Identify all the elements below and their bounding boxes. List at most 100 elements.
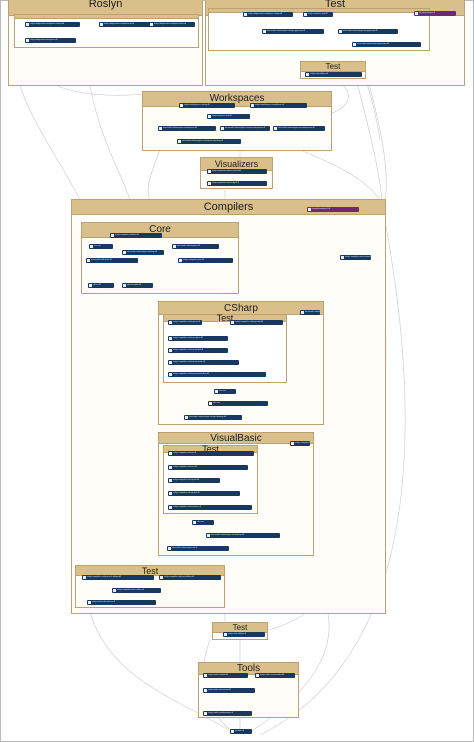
group-test-bottom[interactable]: Test bbox=[212, 622, 268, 640]
node-compilerswiring[interactable]: compilerswiring.sf.dll bbox=[307, 207, 359, 212]
node-build-tasks[interactable]: microsoft.build.tasks.dll bbox=[86, 258, 138, 263]
node-roslyn-test-analyzers[interactable]: roslyn.diagnostics.analyzers.csharp.dll bbox=[243, 12, 293, 17]
assembly-icon bbox=[215, 390, 218, 393]
assembly-icon bbox=[204, 712, 207, 715]
node-vb-symbol[interactable]: roslyn.compilers.vb.symbol.dll bbox=[168, 491, 240, 496]
node-tools-codeformatter[interactable]: roslyn.tools.codeformatter.dll bbox=[203, 711, 252, 716]
group-title: CSharp bbox=[224, 303, 258, 314]
node-runtime[interactable]: runtime.dll bbox=[230, 729, 252, 734]
group-title: Test bbox=[141, 566, 159, 576]
assembly-icon bbox=[291, 442, 294, 445]
node-vbcscompiler[interactable]: vbcscompiler.dll bbox=[122, 283, 153, 288]
node-syntaxvisualizer-dgml[interactable]: roslyn.syntaxvisualizer.dgml.dll bbox=[207, 181, 267, 186]
node-vbcsc[interactable]: vbcsc.dll bbox=[88, 283, 114, 288]
node-workspaces-vb[interactable]: roslyn.workspaces.visualbasic.dll bbox=[250, 103, 307, 108]
assembly-icon bbox=[26, 39, 29, 42]
assembly-icon bbox=[274, 127, 277, 130]
assembly-icon bbox=[173, 245, 176, 248]
assembly-icon bbox=[353, 43, 356, 46]
node-services-test[interactable]: roslyn.services.test.dll bbox=[207, 114, 250, 119]
node-csharp-vbc[interactable]: vbc.exe bbox=[208, 401, 268, 406]
assembly-icon bbox=[341, 256, 344, 259]
node-compilers-test[interactable]: roslyn.compilers.test.dll bbox=[178, 258, 233, 263]
node-workspaces-csharp[interactable]: roslyn.workspaces.csharp.dll bbox=[179, 103, 235, 108]
node-roslyn-analyzers-vb[interactable]: roslyn.diagnostics.analyzers.vb.dll bbox=[99, 22, 151, 27]
assembly-icon bbox=[415, 12, 418, 15]
assembly-icon bbox=[185, 416, 188, 419]
node-roslyn-test-utilities[interactable]: roslyn.test.utilities.dll bbox=[305, 72, 362, 77]
node-roslyn-analyzers[interactable]: roslyn.diagnostics.analyzers.dll bbox=[25, 38, 76, 43]
node-core-csc[interactable]: csc.exe bbox=[89, 244, 113, 249]
assembly-icon bbox=[88, 601, 91, 604]
assembly-icon bbox=[169, 361, 172, 364]
node-roslyn-services-test[interactable]: roslyn.services.test.dll bbox=[303, 12, 333, 17]
assembly-icon bbox=[169, 506, 172, 509]
node-roslyn-analyzers-fixes[interactable]: roslyn.diagnostics.analyzers.fixes.dll bbox=[149, 22, 195, 27]
assembly-icon bbox=[150, 23, 153, 26]
node-syntaxvisualizer-control[interactable]: roslyn.syntaxvisualizer.control.dll bbox=[207, 169, 267, 174]
node-tools-references[interactable]: roslyn.tools.references.dll bbox=[203, 688, 255, 693]
assembly-icon bbox=[207, 534, 210, 537]
assembly-icon bbox=[169, 321, 172, 324]
node-codeanalysis[interactable]: microsoft.codeanalysis.dll bbox=[172, 244, 219, 249]
node-vb-test-utilities[interactable]: roslyn.compilers.vb.test.utilities.dll bbox=[159, 575, 221, 580]
node-vb-syntaxhelper[interactable]: vb.syntaxhelper.dll bbox=[414, 11, 456, 16]
assembly-icon bbox=[180, 104, 183, 107]
node-test-performance[interactable]: roslyn.test.performance.dll bbox=[87, 600, 156, 605]
node-csharp-emit[interactable]: roslyn.compilers.csharp.emit.dll bbox=[230, 320, 283, 325]
assembly-icon bbox=[87, 259, 90, 262]
node-csharp-semantic[interactable]: roslyn.compilers.csharp.semantic.dll bbox=[168, 360, 239, 365]
assembly-icon bbox=[169, 466, 172, 469]
assembly-icon bbox=[208, 182, 211, 185]
node-codeanalysis-vb-desktop[interactable]: microsoft.codeanalysis.vb.desktop.dll bbox=[206, 533, 280, 538]
node-tools-buildutil[interactable]: roslyn.tools.buildutil.dll bbox=[203, 673, 248, 678]
node-codeanalysis-vb[interactable]: microsoft.codeanalysis.vb.dll bbox=[167, 546, 229, 551]
node-compilers-utilities[interactable]: roslyn.compilers.utilities.dll bbox=[110, 233, 162, 238]
node-csharp-syntax[interactable]: roslyn.compilers.csharp.syntax.dll bbox=[168, 336, 228, 341]
node-csharp-test-utilities[interactable]: roslyn.compilers.csharp.test.utilities.d… bbox=[82, 575, 154, 580]
node-vb-commandline[interactable]: roslyn.compilers.vb.commandline.dll bbox=[290, 441, 310, 446]
node-typescript[interactable]: microsoft.codeanalysis.typescript.dll bbox=[352, 42, 421, 47]
node-codeanalysis-csharp-workspaces[interactable]: microsoft.codeanalysis.csharp.workspaces… bbox=[220, 126, 270, 131]
group-title: Roslyn bbox=[88, 0, 123, 10]
node-compilers-test-utilities[interactable]: roslyn.compilers.test.utilities.dll bbox=[112, 588, 161, 593]
node-csharp-symbol[interactable]: roslyn.compilers.csharp.symbol.dll bbox=[168, 348, 228, 353]
node-csharp-test[interactable]: roslyn.compilers.csharp.test.dll bbox=[168, 320, 202, 325]
node-vb-vbc[interactable]: vbc.exe bbox=[192, 520, 214, 525]
assembly-icon bbox=[204, 689, 207, 692]
group-title: Workspaces bbox=[209, 93, 265, 104]
node-csharp-commandline[interactable]: roslyn.compilers.csharp.commandline.dll bbox=[168, 372, 266, 377]
assembly-icon bbox=[169, 492, 172, 495]
node-csharp-csc[interactable]: csc.exe bbox=[214, 389, 236, 394]
assembly-icon bbox=[100, 23, 103, 26]
node-codeanalysis-vb-workspaces[interactable]: microsoft.codeanalysis.vb.workspaces.dll bbox=[273, 126, 325, 131]
assembly-icon bbox=[251, 104, 254, 107]
node-codeanalysis-csharp-desktop[interactable]: microsoft.codeanalysis.csharp.desktop.dl… bbox=[184, 415, 242, 420]
node-vb-typescript[interactable]: microsoft.codeanalysis.vb.typescript.dll bbox=[338, 29, 398, 34]
node-roslyn-analyzers-csharp[interactable]: roslyn.diagnostics.analyzers.csharp.dll bbox=[25, 22, 80, 27]
group-title: VisualBasic bbox=[210, 433, 262, 444]
group-title: Core bbox=[149, 224, 171, 235]
group-title: Compilers bbox=[203, 201, 254, 213]
node-tools-sourceindex[interactable]: roslyn.tools.sourceindex.dll bbox=[255, 673, 295, 678]
assembly-icon bbox=[26, 23, 29, 26]
node-codeanalysis-workspaces[interactable]: microsoft.codeanalysis.workspaces.dll bbox=[158, 126, 216, 131]
node-workspaces-desktop[interactable]: microsoft.codeanalysis.workspaces.deskto… bbox=[177, 139, 241, 144]
assembly-icon bbox=[204, 674, 207, 677]
group-title: Test bbox=[325, 62, 341, 71]
assembly-icon bbox=[160, 576, 163, 579]
node-vb-semantic[interactable]: roslyn.compilers.vb.semantic.dll bbox=[168, 505, 252, 510]
node-vb-syntax[interactable]: roslyn.compilers.vb.syntax.dll bbox=[168, 478, 220, 483]
node-vb-test[interactable]: roslyn.compilers.vb.test.dll bbox=[168, 451, 254, 456]
assembly-icon bbox=[123, 284, 126, 287]
node-vb-emit[interactable]: roslyn.compilers.vb.emit.dll bbox=[168, 465, 248, 470]
node-compilers-test-resources[interactable]: roslyn.compilers.test.resources.dll bbox=[340, 255, 371, 260]
node-codeanalysis-desktop[interactable]: microsoft.codeanalysis.desktop.dll bbox=[122, 250, 164, 255]
assembly-icon bbox=[221, 127, 224, 130]
assembly-icon bbox=[208, 170, 211, 173]
node-codeanalysis-csharp[interactable]: microsoft.codeanalysis.csharp.dll bbox=[300, 310, 320, 315]
node-bottom-test-utilities[interactable]: roslyn.test.utilities.dll bbox=[223, 632, 265, 637]
node-csharp-typescript[interactable]: microsoft.codeanalysis.csharp.typescript… bbox=[262, 29, 324, 34]
group-title: Visualizers bbox=[214, 159, 259, 169]
group-title: Test bbox=[324, 0, 346, 10]
